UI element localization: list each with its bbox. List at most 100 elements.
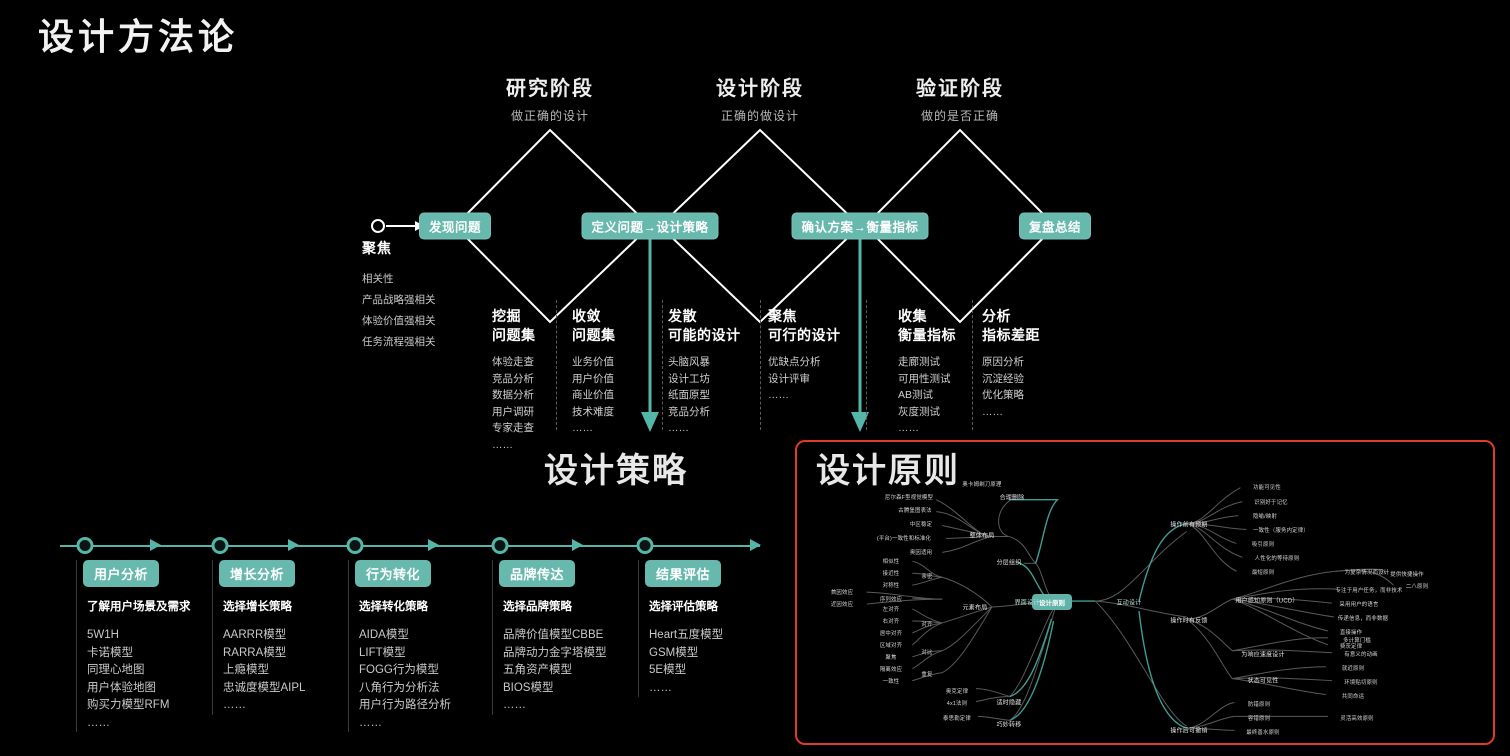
timeline-badge[interactable]: 品牌传达 xyxy=(499,560,576,587)
mindmap-node[interactable]: 整体布局 xyxy=(969,533,995,540)
mindmap-branch-interface[interactable]: 界面设计 xyxy=(1014,600,1040,607)
timeline-badge[interactable]: 用户分析 xyxy=(83,560,160,587)
mindmap-node[interactable]: 最终善水原则 xyxy=(1246,730,1280,736)
mindmap-node[interactable]: 近因效应 xyxy=(830,602,854,608)
mindmap-node[interactable]: 重复 xyxy=(921,672,933,678)
timeline-dot[interactable] xyxy=(76,537,94,554)
timeline-dot[interactable] xyxy=(491,537,509,554)
mindmap-node[interactable]: 识别好于记忆 xyxy=(1254,500,1288,506)
divider xyxy=(866,300,867,430)
mindmap-node[interactable]: 容错原则 xyxy=(1247,716,1271,722)
mindmap-node[interactable]: 有意义的动画 xyxy=(1344,652,1378,658)
mindmap-node[interactable]: 中区稳定 xyxy=(909,522,933,528)
mindmap-node[interactable]: 隔离效应 xyxy=(879,667,903,673)
mindmap-center-node[interactable]: 设计原则 xyxy=(1032,594,1072,610)
column-dig-problems: 挖掘 问题集 体验走查 竞品分析 数据分析 用户调研 专家走查 …… xyxy=(492,308,536,451)
timeline-dot[interactable] xyxy=(211,537,229,554)
mindmap-node[interactable]: 尼尔森F型视觉模型 xyxy=(884,495,934,501)
mindmap-node[interactable]: 分层组织 xyxy=(996,560,1022,567)
column-converge-problems: 收敛 问题集 业务价值 用户价值 商业价值 技术难度 …… xyxy=(572,308,616,434)
column-focus-design: 聚焦 可行的设计 优缺点分析 设计评审 …… xyxy=(768,308,841,401)
timeline-dot[interactable] xyxy=(346,537,364,554)
mindmap-node[interactable]: 就近原则 xyxy=(1341,666,1365,672)
mindmap-node[interactable]: 隐喻/映射 xyxy=(1252,514,1278,520)
timeline-arrow-icon xyxy=(150,539,161,551)
page-title: 设计方法论 xyxy=(38,16,239,57)
mindmap-node[interactable]: 共同命运 xyxy=(1341,694,1365,700)
mindmap-node[interactable]: 亲密 xyxy=(921,574,933,580)
mindmap-node[interactable]: 一致性（服务内定律） xyxy=(1253,528,1309,534)
design-principles-mindmap: 设计原则 界面设计 互动设计 合理删除 奥卡姆剃刀原理整体布局 尼尔森F型视觉模型古… xyxy=(795,440,1495,745)
divider xyxy=(972,300,973,430)
mindmap-node[interactable]: 多计算门槛 xyxy=(1343,638,1371,644)
mindmap-node[interactable]: 奥克定律 xyxy=(945,689,969,695)
mindmap-node[interactable]: 费茨定律 xyxy=(1339,644,1363,650)
timeline-axis xyxy=(60,545,760,547)
timeline-badge[interactable]: 行为转化 xyxy=(355,560,432,587)
mindmap-branch-interaction[interactable]: 互动设计 xyxy=(1116,600,1142,607)
mindmap-node[interactable]: 对齐 xyxy=(921,622,933,628)
timeline-step-user-analysis: 用户分析 了解用户场景及需求 5W1H 卡诺模型 同理心地图 用户体验地图 购买… xyxy=(76,560,216,732)
mindmap-node[interactable]: 接近性 xyxy=(882,571,900,577)
badge-define-problem[interactable]: 定义问题→设计策略 xyxy=(581,212,719,240)
timeline-step-growth-analysis: 增长分析 选择增长策略 AARRR模型 RARRA模型 上瘾模型 忠诚度模型AI… xyxy=(212,560,352,715)
mindmap-node[interactable]: 相似性 xyxy=(882,559,900,565)
timeline-badge[interactable]: 增长分析 xyxy=(219,560,296,587)
mindmap-node[interactable]: 防错原则 xyxy=(1247,702,1271,708)
mindmap-edges xyxy=(866,487,1394,731)
mindmap-node[interactable]: 灵活高效原则 xyxy=(1340,716,1374,722)
mindmap-node[interactable]: 古腾堡图表法 xyxy=(898,508,932,514)
mindmap-node[interactable]: 为复杂情况而设计 xyxy=(1344,570,1390,576)
mindmap-node[interactable]: 操作前有预期 xyxy=(1170,522,1208,529)
timeline-dot[interactable] xyxy=(636,537,654,554)
mindmap-node[interactable]: 泰思勒定律 xyxy=(943,716,971,722)
divider xyxy=(662,300,663,430)
mindmap-node[interactable]: 状态可见性 xyxy=(1247,678,1279,685)
mindmap-node[interactable]: 右对齐 xyxy=(882,619,900,625)
mindmap-node[interactable]: 二八原则 xyxy=(1405,584,1429,590)
mindmap-node[interactable]: 奥卡姆剃刀原理 xyxy=(962,482,1002,488)
mindmap-node[interactable]: 传递信息，而非数据 xyxy=(1337,616,1389,622)
mindmap-node[interactable]: 合理删除 xyxy=(999,495,1025,502)
mindmap-node[interactable]: 元素布局 xyxy=(962,605,988,612)
mindmap-node[interactable]: 最短原则 xyxy=(1251,570,1275,576)
badge-review-summary[interactable]: 复盘总结 xyxy=(1018,212,1092,240)
timeline-step-brand-communication: 品牌传达 选择品牌策略 品牌价值模型CBBE 品牌动力金字塔模型 五角资产模型 … xyxy=(492,560,647,715)
mindmap-node[interactable]: 操作后可撤销 xyxy=(1170,728,1208,735)
badge-discover-problem[interactable]: 发现问题 xyxy=(418,212,492,240)
mindmap-node[interactable]: 区域对齐 xyxy=(879,643,903,649)
mindmap-node[interactable]: (平台)一致性和标准化 xyxy=(876,536,932,542)
mindmap-node[interactable]: 为响应速度设计 xyxy=(1241,652,1285,659)
mindmap-node[interactable]: 首因效应 xyxy=(830,590,854,596)
strategy-timeline: 用户分析 了解用户场景及需求 5W1H 卡诺模型 同理心地图 用户体验地图 购买… xyxy=(60,528,780,738)
mindmap-node[interactable]: 采用用户的语言 xyxy=(1339,602,1379,608)
mindmap-node[interactable]: 一致性 xyxy=(882,679,900,685)
mindmap-node[interactable]: 居中对齐 xyxy=(879,631,903,637)
mindmap-node[interactable]: 奥因适用 xyxy=(909,550,933,556)
divider xyxy=(556,300,557,430)
mindmap-node[interactable]: 功能可见性 xyxy=(1253,485,1281,491)
mindmap-node[interactable]: 聚焦 xyxy=(885,655,897,661)
mindmap-node[interactable]: 环境贴切原则 xyxy=(1344,680,1378,686)
mindmap-node[interactable]: 专注于用户任务，而非技术 xyxy=(1335,588,1403,594)
mindmap-node[interactable]: 左对齐 xyxy=(882,607,900,613)
mindmap-node[interactable]: 序列效应 xyxy=(879,597,903,603)
badge-confirm-solution[interactable]: 确认方案→衡量指标 xyxy=(791,212,929,240)
double-diamond-diagram: 研究阶段 做正确的设计 设计阶段 正确的做设计 验证阶段 做的是否正确 发现问题… xyxy=(0,60,1120,440)
mindmap-node[interactable]: 4x1法则 xyxy=(946,701,968,707)
focus-block: 聚焦 相关性 产品战略强相关 体验价值强相关 任务流程强相关 xyxy=(362,240,436,348)
mindmap-node[interactable]: 对比 xyxy=(921,650,933,656)
mindmap-node[interactable]: 人性化的等待原则 xyxy=(1254,556,1300,562)
mindmap-node[interactable]: 用户感知原则（UCD） xyxy=(1235,598,1299,605)
mindmap-node[interactable]: 适时隐藏 xyxy=(996,700,1022,707)
column-diverge-design: 发散 可能的设计 头脑风暴 设计工坊 纸面原型 竞品分析 …… xyxy=(668,308,741,434)
mindmap-node[interactable]: 操作时有反馈 xyxy=(1170,618,1208,625)
mindmap-node[interactable]: 对称性 xyxy=(882,583,900,589)
mindmap-node[interactable]: 提供快捷操作 xyxy=(1390,572,1424,578)
mindmap-node[interactable]: 直接操作 xyxy=(1339,630,1363,636)
mindmap-node[interactable]: 吸引原则 xyxy=(1251,542,1275,548)
timeline-badge[interactable]: 结果评估 xyxy=(645,560,722,587)
mindmap-node[interactable]: 巧妙转移 xyxy=(996,722,1022,729)
phase-research: 研究阶段 做正确的设计 xyxy=(506,78,594,123)
